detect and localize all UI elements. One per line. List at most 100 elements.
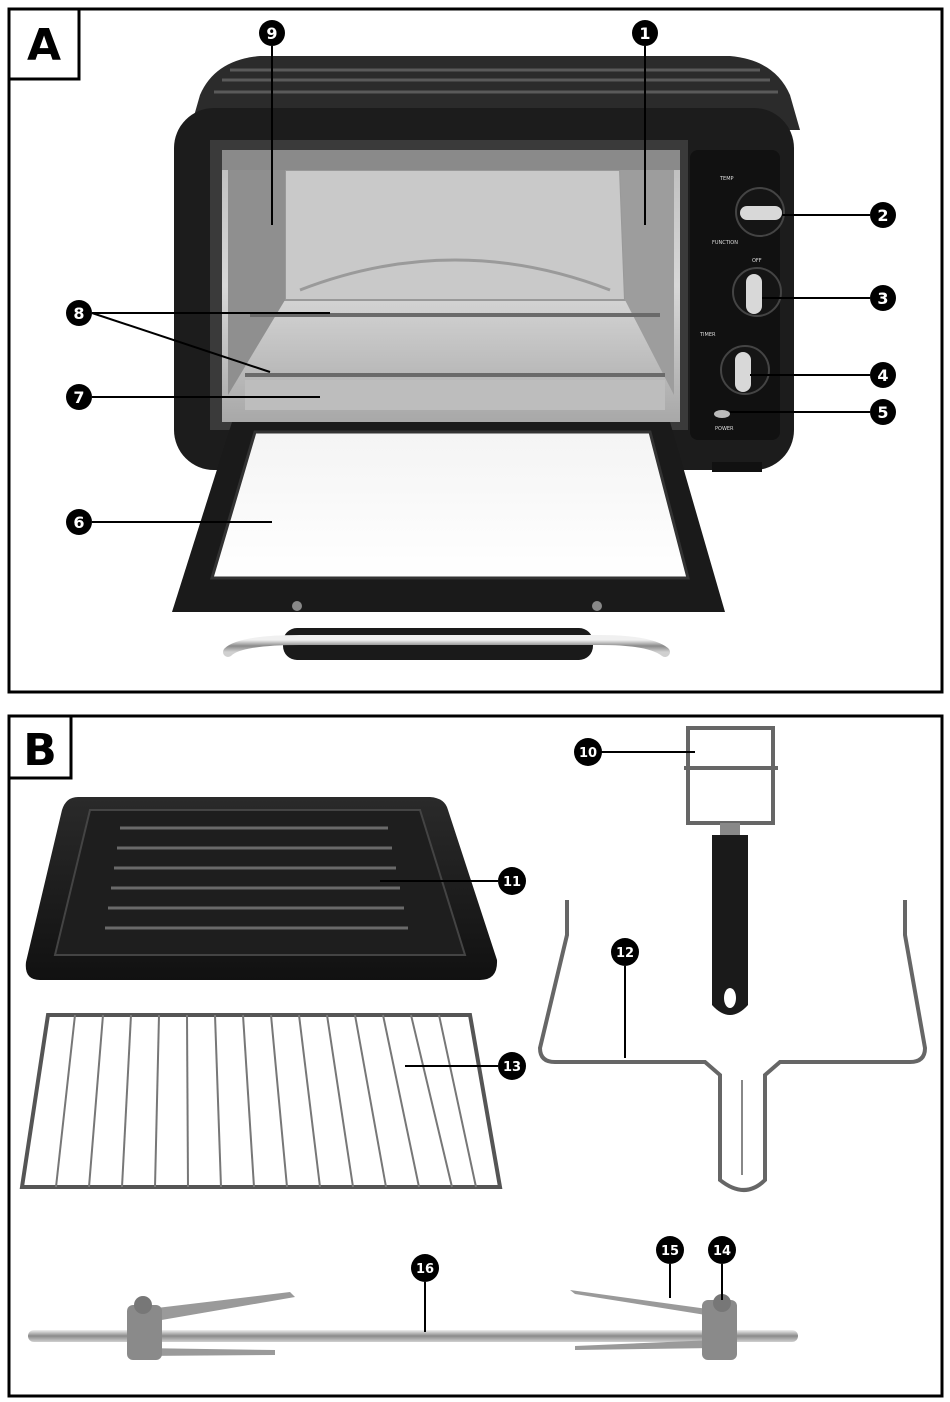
spit-fork-right-upper <box>570 1290 715 1316</box>
oven-back-arch <box>299 258 611 292</box>
tray-handle-hole <box>724 988 736 1008</box>
callout-5: 5 <box>730 399 896 425</box>
oven-floor <box>245 380 665 410</box>
callout-13-badge <box>498 1052 526 1080</box>
panel-a: A TEMP FU <box>7 7 944 694</box>
spit-rod <box>28 1330 798 1342</box>
wire-rack-frame <box>19 1013 503 1189</box>
callout-1-badge <box>632 20 658 46</box>
callout-13: 13 <box>405 1052 526 1080</box>
oven-top-sheen <box>214 68 778 94</box>
rotisserie-spit <box>28 1290 798 1360</box>
timer-knob-grip <box>735 352 751 392</box>
callout-10: 10 <box>574 738 695 766</box>
oven-top-element <box>222 150 680 170</box>
door-screw-left <box>292 601 302 611</box>
baking-tray-inner <box>53 809 467 956</box>
callout-14-number: 14 <box>713 1244 731 1259</box>
callout-8-badge <box>66 300 92 326</box>
callout-3-number: 3 <box>877 289 888 308</box>
rotisserie-holder-frame <box>537 900 928 1192</box>
oven-back-wall <box>284 169 627 301</box>
label-function: FUNCTION <box>712 240 738 246</box>
callout-2-number: 2 <box>877 206 888 225</box>
spit-fork-left-upper <box>140 1292 295 1322</box>
tray-handle-grip <box>712 835 748 1015</box>
wire-rack <box>19 1013 503 1189</box>
callout-9-badge <box>259 20 285 46</box>
callout-5-number: 5 <box>877 403 888 422</box>
panel-b: B <box>7 714 944 1398</box>
label-power: POWER <box>715 426 734 432</box>
wire-rack-bars <box>55 1014 477 1188</box>
spit-fork-right-lower <box>575 1340 715 1350</box>
callout-7-number: 7 <box>73 388 84 407</box>
oven-door-glass <box>209 430 690 580</box>
spit-clamp-right <box>702 1300 737 1360</box>
callout-12-badge <box>611 938 639 966</box>
callout-1-number: 1 <box>639 24 650 43</box>
function-knob-grip <box>746 274 762 314</box>
spit-fork-left-lower <box>140 1348 275 1356</box>
callout-6-number: 6 <box>73 513 84 532</box>
label-temp: TEMP <box>719 176 734 182</box>
callout-6-badge <box>66 509 92 535</box>
oven: TEMP FUNCTION OFF TIMER POWER <box>172 56 800 660</box>
panel-a-letter-box <box>7 7 81 81</box>
label-timer: TIMER <box>699 332 716 338</box>
callout-12: 12 <box>611 938 639 1058</box>
callout-7-badge <box>66 384 92 410</box>
temp-knob-grip <box>740 206 782 220</box>
callout-2-badge <box>870 202 896 228</box>
callout-7: 7 <box>66 384 320 410</box>
tray-handle-clamp <box>686 726 775 825</box>
callout-11: 11 <box>380 867 526 895</box>
callout-9-number: 9 <box>266 24 277 43</box>
callout-15-number: 15 <box>661 1244 679 1259</box>
panel-b-letter-box <box>7 714 73 780</box>
callout-5-badge <box>870 399 896 425</box>
spit-screw-right <box>713 1294 731 1312</box>
oven-right-wall <box>620 155 674 395</box>
callout-11-number: 11 <box>503 875 521 890</box>
callout-16: 16 <box>411 1254 439 1332</box>
baking-tray-ridges <box>105 826 408 930</box>
callout-3-badge <box>870 285 896 311</box>
rotisserie-holder <box>537 900 928 1192</box>
callout-14-badge <box>708 1236 736 1264</box>
callout-9: 9 <box>259 20 285 225</box>
spit-screw-left <box>134 1296 152 1314</box>
callout-6: 6 <box>66 509 272 535</box>
baking-tray <box>25 797 498 980</box>
callout-11-badge <box>498 867 526 895</box>
callout-1: 1 <box>632 20 658 225</box>
door-screw-right <box>592 601 602 611</box>
callout-15-badge <box>656 1236 684 1264</box>
oven-foot-right <box>712 462 762 472</box>
callout-3: 3 <box>762 285 896 311</box>
callout-8-number: 8 <box>73 304 84 323</box>
callout-15: 15 <box>656 1236 684 1298</box>
tray-handle <box>684 726 778 1015</box>
callout-16-number: 16 <box>416 1262 434 1277</box>
oven-left-wall <box>228 155 285 395</box>
callout-10-number: 10 <box>579 746 597 761</box>
panel-a-frame <box>7 7 944 694</box>
callout-8-line-b <box>91 312 271 373</box>
callout-14: 14 <box>708 1236 736 1300</box>
callout-12-number: 12 <box>616 946 634 961</box>
callout-10-badge <box>574 738 602 766</box>
panel-b-letter: B <box>23 725 57 776</box>
label-off: OFF <box>752 258 762 264</box>
callout-4: 4 <box>750 362 896 388</box>
callout-13-number: 13 <box>503 1060 521 1075</box>
door-handle-bar <box>223 635 670 657</box>
callout-2: 2 <box>782 202 896 228</box>
callout-16-badge <box>411 1254 439 1282</box>
callout-4-badge <box>870 362 896 388</box>
panel-b-frame <box>7 714 944 1398</box>
power-indicator <box>714 410 730 418</box>
spit-clamp-left <box>127 1305 162 1360</box>
callout-8: 8 <box>66 300 330 373</box>
